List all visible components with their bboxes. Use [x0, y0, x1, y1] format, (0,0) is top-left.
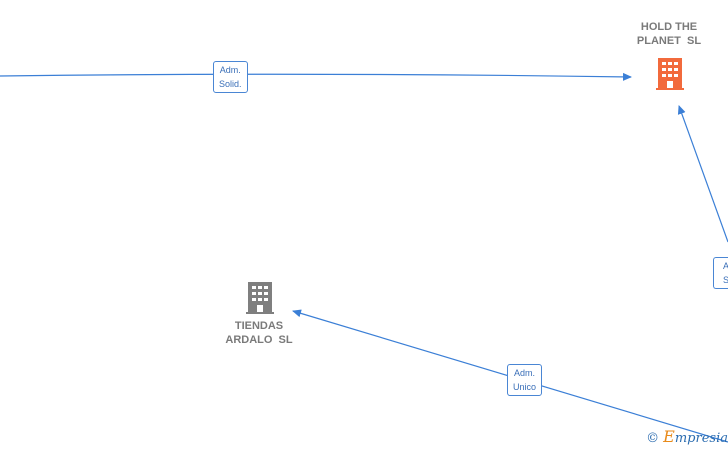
- copyright-symbol: ©: [646, 431, 660, 446]
- empresia-watermark: ©Empresia: [646, 427, 728, 446]
- node-label-tiendas-ardalo[interactable]: TIENDAS ARDALO SL: [225, 320, 293, 346]
- edge-line-top: [0, 72, 632, 81]
- watermark-first-letter: E: [663, 427, 675, 446]
- edge-line-right: [677, 105, 728, 243]
- node-label-hold-the-planet[interactable]: HOLD THE PLANET SL: [636, 21, 702, 47]
- edge-label-bottom: Adm. Unico: [507, 364, 543, 396]
- edge-label-top: Adm. Solid.: [213, 61, 248, 93]
- watermark-rest: mpresia: [674, 431, 728, 446]
- building-icon[interactable]: [246, 282, 274, 314]
- building-icon[interactable]: [656, 58, 684, 90]
- edge-label-right: A S: [713, 257, 728, 289]
